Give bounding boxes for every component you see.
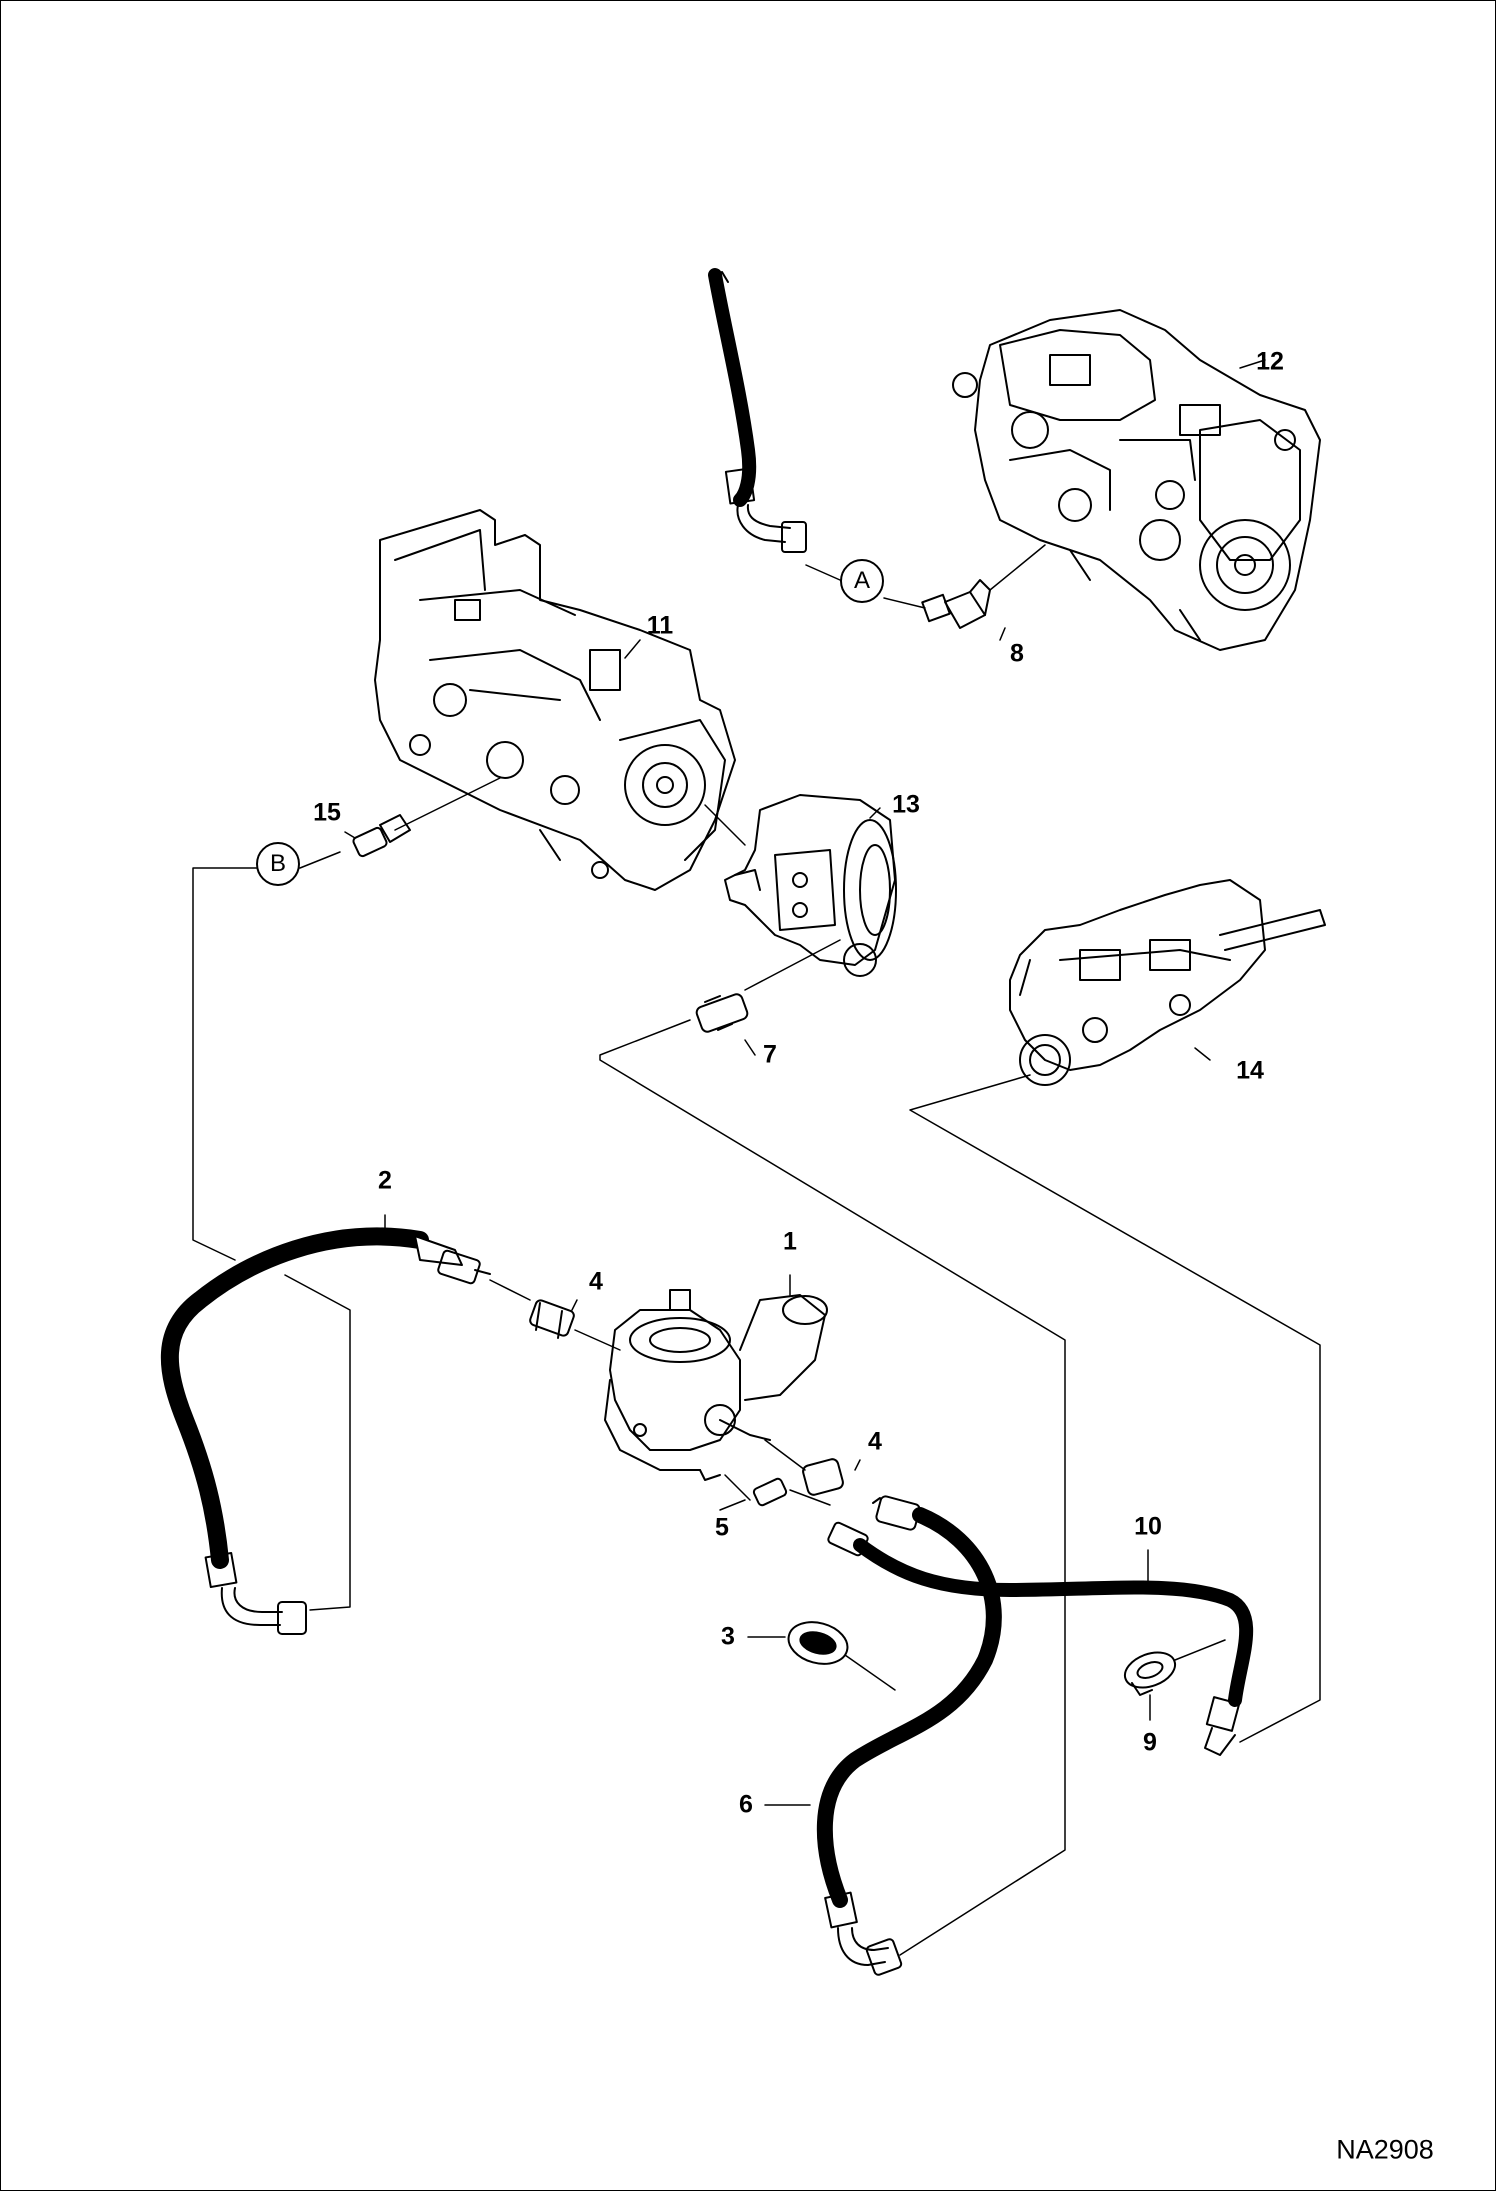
callout-4b: 4 [868,1427,882,1456]
callout-11: 11 [646,611,674,640]
grommet-9 [1123,1651,1177,1696]
connector-b-marker: B [256,842,300,886]
callout-7: 7 [763,1040,777,1069]
adapter-fitting-4a [529,1299,575,1339]
hose-6 [816,1495,1002,1976]
fitting-5 [752,1477,788,1507]
callout-12: 12 [1256,347,1284,376]
upper-hose [708,268,807,553]
adapter-fitting-4b [802,1458,844,1496]
callout-13: 13 [892,790,920,819]
callout-14: 14 [1236,1056,1264,1085]
callout-2: 2 [378,1166,392,1195]
callout-3: 3 [721,1622,735,1651]
connector-a-marker: A [840,559,884,603]
callout-15: 15 [313,798,341,827]
steering-unit-1 [604,1289,828,1481]
elbow-fitting-8 [921,579,991,629]
control-valve-14 [1009,879,1326,1086]
hydraulic-pump-12 [952,309,1321,651]
connection-lines [192,359,1321,1956]
callout-1: 1 [783,1227,797,1256]
callout-6: 6 [739,1790,753,1819]
grommet-3 [787,1621,849,1665]
callout-9: 9 [1143,1728,1157,1757]
callout-10: 10 [1134,1512,1162,1541]
gear-pump-13 [724,794,897,977]
callout-8: 8 [1010,639,1024,668]
elbow-fitting-15 [352,814,411,858]
hose-2 [160,1227,491,1635]
straight-fitting-7 [695,993,749,1033]
figure-code: NA2908 [1336,2134,1434,2165]
hydrostatic-pump-11 [374,509,736,891]
callout-4a: 4 [589,1267,603,1296]
hose-10 [827,1521,1254,1756]
callout-5: 5 [715,1513,729,1542]
